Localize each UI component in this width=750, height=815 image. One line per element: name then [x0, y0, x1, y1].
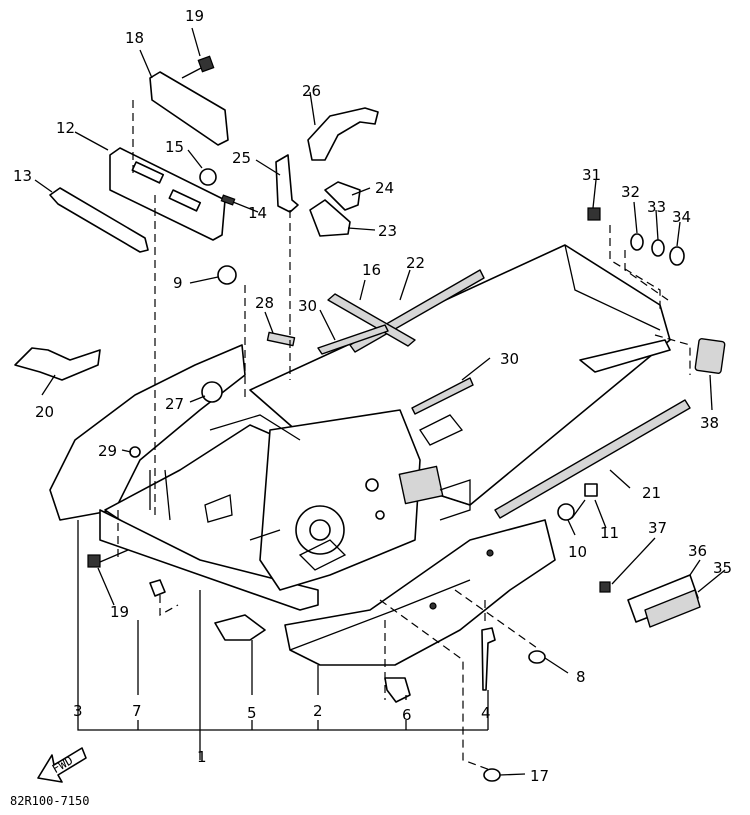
label-part-24: 24	[375, 179, 394, 197]
grommet-17	[483, 768, 501, 782]
label-part-21: 21	[642, 484, 661, 502]
label-part-2: 2	[313, 702, 323, 720]
label-part-28: 28	[255, 294, 274, 312]
label-part-1: 1	[197, 748, 207, 766]
clip-20	[14, 347, 101, 381]
side-cover	[284, 519, 556, 666]
label-part-11: 11	[600, 524, 619, 542]
label-part-19-top: 19	[185, 7, 204, 25]
label-part-32: 32	[621, 183, 640, 201]
top-bolt	[181, 55, 215, 79]
grommet-8	[528, 650, 546, 664]
hand-strap	[49, 187, 149, 253]
label-part-33: 33	[647, 198, 666, 216]
bolt-19-lower	[87, 549, 129, 568]
nut-37	[599, 581, 611, 593]
label-part-14: 14	[248, 204, 267, 222]
chassis-body	[49, 244, 671, 611]
grommet-15	[199, 168, 217, 186]
label-part-9: 9	[173, 274, 183, 292]
rail-30b	[411, 377, 474, 415]
cover-5	[214, 614, 266, 641]
label-part-19-lower: 19	[110, 603, 129, 621]
cap-7	[149, 579, 166, 597]
washer-33	[651, 239, 665, 257]
label-part-30b: 30	[500, 350, 519, 368]
pin-4	[481, 627, 496, 691]
label-part-3: 3	[73, 702, 83, 720]
label-part-29: 29	[98, 442, 117, 460]
label-part-36: 36	[688, 542, 707, 560]
grommet-9	[217, 265, 237, 285]
label-part-17: 17	[530, 767, 549, 785]
reflector-35	[644, 589, 701, 628]
label-part-16: 16	[362, 261, 381, 279]
nut-34	[669, 246, 685, 266]
forward-arrow-icon: FWD	[37, 747, 87, 783]
rail-30a	[317, 324, 389, 355]
washer-10	[557, 503, 575, 521]
label-part-6: 6	[402, 706, 412, 724]
drawing-code: 82R100-7150	[10, 794, 89, 808]
label-part-31: 31	[582, 166, 601, 184]
assembly-group-bracket	[77, 520, 489, 760]
label-part-5: 5	[247, 704, 257, 722]
label-part-18: 18	[125, 29, 144, 47]
bracket-24	[324, 181, 361, 211]
label-part-7: 7	[132, 702, 142, 720]
label-part-27: 27	[165, 395, 184, 413]
label-part-20: 20	[35, 403, 54, 421]
label-part-13: 13	[13, 167, 32, 185]
label-part-23: 23	[378, 222, 397, 240]
label-part-34: 34	[672, 208, 691, 226]
bolt-11	[571, 483, 598, 519]
reflector-38	[694, 338, 726, 374]
nut-29	[129, 446, 141, 458]
clip-6	[384, 677, 411, 703]
label-part-10: 10	[568, 543, 587, 561]
label-part-22: 22	[406, 254, 425, 272]
handle-plate	[109, 147, 226, 241]
part-labels: 1 2 3 4 5 6 7 8 9 10 11 12 13 14 15 16 1…	[13, 7, 732, 785]
label-part-26: 26	[302, 82, 321, 100]
label-part-35: 35	[713, 559, 732, 577]
label-part-25: 25	[232, 149, 251, 167]
label-part-4: 4	[481, 704, 491, 722]
handle-26	[307, 107, 379, 161]
mount-bracket	[149, 71, 229, 146]
label-part-12: 12	[56, 119, 75, 137]
bolt-31	[587, 207, 601, 221]
label-part-30a: 30	[298, 297, 317, 315]
guide-25	[275, 154, 299, 213]
rear-tail	[579, 339, 671, 373]
long-strip	[494, 399, 691, 519]
label-part-15: 15	[165, 138, 184, 156]
label-part-8: 8	[576, 668, 586, 686]
assembly-dash-lines	[117, 100, 691, 771]
label-part-37: 37	[648, 519, 667, 537]
washer-32	[630, 233, 644, 251]
label-part-38: 38	[700, 414, 719, 432]
leader-lines	[34, 27, 726, 776]
grommet-27	[201, 381, 223, 403]
pad-28	[266, 331, 296, 347]
